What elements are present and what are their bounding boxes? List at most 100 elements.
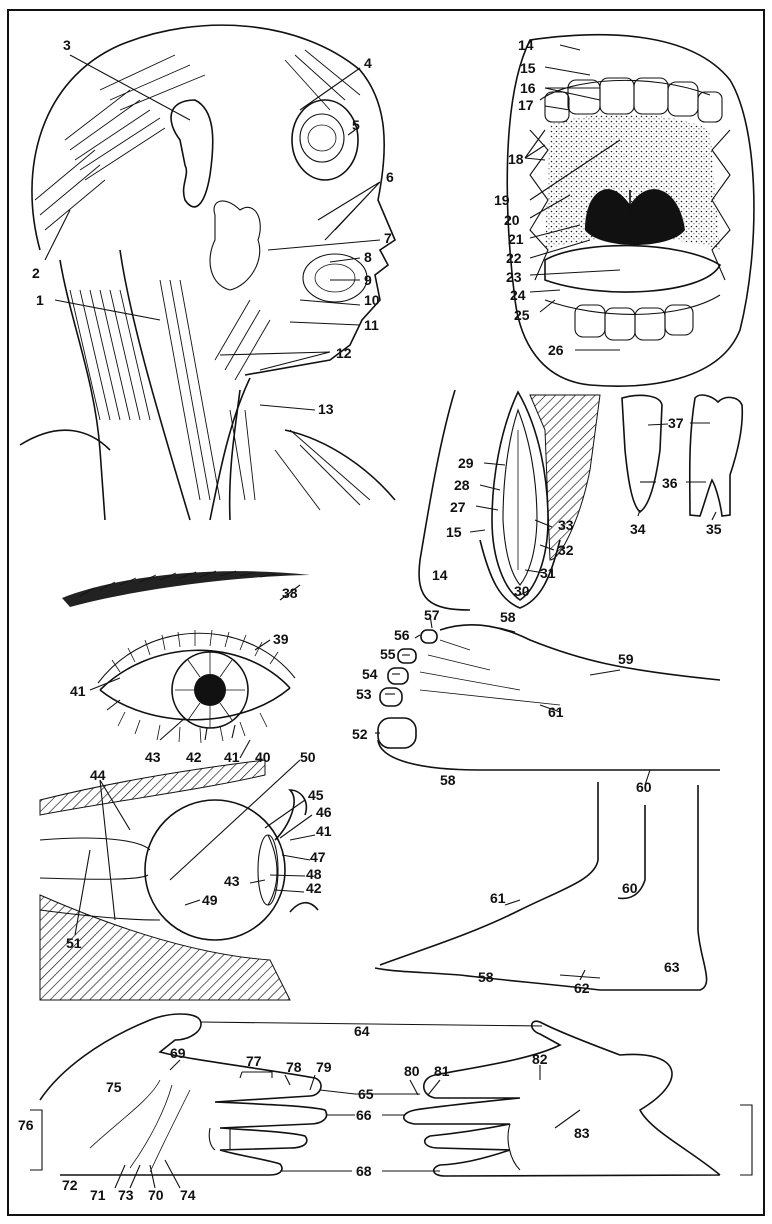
- eye-front-figure: [62, 571, 310, 758]
- label-69: 69: [170, 1045, 186, 1061]
- label-24: 24: [510, 287, 526, 303]
- label-35: 35: [706, 521, 722, 537]
- label-9: 9: [364, 272, 372, 288]
- label-41-left: 41: [70, 683, 86, 699]
- label-65: 65: [358, 1086, 374, 1102]
- label-26: 26: [548, 342, 564, 358]
- label-19: 19: [494, 192, 510, 208]
- single-teeth-figure: [622, 395, 742, 520]
- label-63: 63: [664, 959, 680, 975]
- label-22: 22: [506, 250, 522, 266]
- label-6: 6: [386, 169, 394, 185]
- label-64: 64: [354, 1023, 370, 1039]
- label-52: 52: [352, 726, 368, 742]
- label-12: 12: [336, 345, 352, 361]
- label-14-lip: 14: [432, 567, 448, 583]
- label-50: 50: [300, 749, 316, 765]
- label-72: 72: [62, 1177, 78, 1193]
- label-3: 3: [63, 37, 71, 53]
- label-76: 76: [18, 1117, 34, 1133]
- label-82: 82: [532, 1051, 548, 1067]
- label-25: 25: [514, 307, 530, 323]
- label-38: 38: [282, 585, 298, 601]
- label-66: 66: [356, 1107, 372, 1123]
- label-14-mouth: 14: [518, 37, 534, 53]
- label-79: 79: [316, 1059, 332, 1075]
- open-mouth-figure: [507, 35, 754, 386]
- label-33: 33: [558, 517, 574, 533]
- label-41-section: 41: [316, 823, 332, 839]
- label-1: 1: [36, 292, 44, 308]
- label-11: 11: [364, 317, 379, 333]
- label-17: 17: [518, 97, 534, 113]
- label-75: 75: [106, 1079, 122, 1095]
- label-13: 13: [318, 401, 334, 417]
- label-48: 48: [306, 866, 322, 882]
- label-8: 8: [364, 249, 372, 265]
- label-77: 77: [246, 1053, 262, 1069]
- label-18: 18: [508, 151, 524, 167]
- label-53: 53: [356, 686, 372, 702]
- label-20: 20: [504, 212, 520, 228]
- foot-side-figure: [375, 782, 707, 990]
- label-70: 70: [148, 1187, 164, 1203]
- label-23: 23: [506, 269, 522, 285]
- label-37: 37: [668, 415, 684, 431]
- foot-top-figure: [375, 615, 720, 785]
- label-29: 29: [458, 455, 474, 471]
- label-44: 44: [90, 767, 106, 783]
- label-62: 62: [574, 980, 590, 996]
- label-45: 45: [308, 787, 324, 803]
- label-27: 27: [450, 499, 466, 515]
- label-15-gum: 15: [446, 524, 462, 540]
- label-60-side: 60: [622, 880, 638, 896]
- label-16: 16: [520, 80, 536, 96]
- label-78: 78: [286, 1059, 302, 1075]
- foot-top-labels: 52 53 54 55 56 57 58 58 59 60 61: [352, 607, 652, 795]
- label-73: 73: [118, 1187, 134, 1203]
- single-teeth-labels: 34 35 36 37: [630, 415, 722, 537]
- label-80: 80: [404, 1063, 420, 1079]
- head-muscles-figure: [20, 25, 395, 520]
- label-31: 31: [540, 565, 556, 581]
- label-15-mouth: 15: [520, 60, 536, 76]
- label-60-top: 60: [636, 779, 652, 795]
- label-71: 71: [90, 1187, 106, 1203]
- label-58-top: 58: [500, 609, 516, 625]
- label-59: 59: [618, 651, 634, 667]
- label-51: 51: [66, 935, 82, 951]
- label-83: 83: [574, 1125, 590, 1141]
- label-61-top: 61: [548, 704, 564, 720]
- foot-side-labels: 58 60 61 62 63: [478, 880, 680, 996]
- label-7: 7: [384, 230, 392, 246]
- label-39: 39: [273, 631, 289, 647]
- eye-section-figure: [40, 760, 318, 1000]
- label-74: 74: [180, 1187, 196, 1203]
- label-42: 42: [186, 749, 202, 765]
- label-5: 5: [352, 117, 360, 133]
- label-46: 46: [316, 804, 332, 820]
- label-56: 56: [394, 627, 410, 643]
- label-42-section: 42: [306, 880, 322, 896]
- label-36: 36: [662, 475, 678, 491]
- label-57: 57: [424, 607, 440, 623]
- label-43-section: 43: [224, 873, 240, 889]
- label-81: 81: [434, 1063, 450, 1079]
- label-10: 10: [364, 292, 380, 308]
- label-4: 4: [364, 55, 372, 71]
- label-61-side: 61: [490, 890, 506, 906]
- label-49: 49: [202, 892, 218, 908]
- label-21: 21: [508, 231, 524, 247]
- label-58-bottom: 58: [440, 772, 456, 788]
- label-32: 32: [558, 542, 574, 558]
- label-2: 2: [32, 265, 40, 281]
- label-54: 54: [362, 666, 378, 682]
- hands-figure: [30, 1014, 752, 1188]
- label-55: 55: [380, 646, 396, 662]
- label-34: 34: [630, 521, 646, 537]
- label-41-lower: 41: [224, 749, 240, 765]
- label-68: 68: [356, 1163, 372, 1179]
- label-58-side: 58: [478, 969, 494, 985]
- label-43: 43: [145, 749, 161, 765]
